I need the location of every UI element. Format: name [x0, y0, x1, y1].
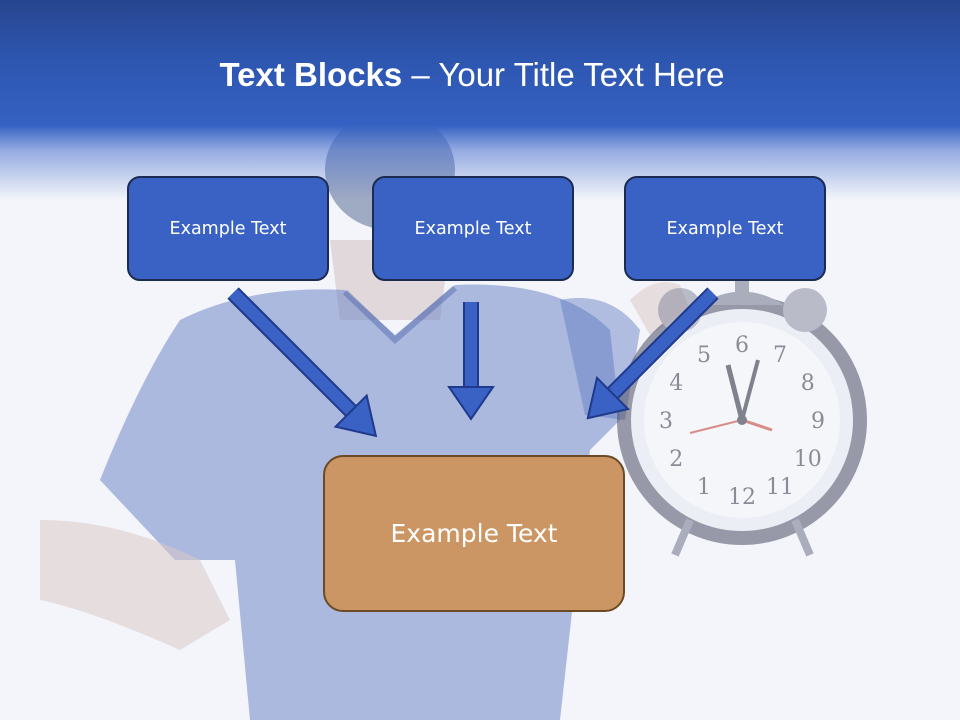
clock-numeral: 2: [669, 447, 683, 472]
title-bold: Text Blocks: [219, 56, 403, 93]
clock-numeral: 6: [735, 333, 749, 358]
clock-numeral: 5: [697, 343, 711, 368]
arrow-center-down: [447, 302, 495, 421]
clock-numeral: 7: [773, 343, 787, 368]
text-block-center[interactable]: Example Text: [372, 176, 574, 281]
target-text-block[interactable]: Example Text: [323, 455, 625, 612]
arrow-left-diagonal: [227, 287, 378, 438]
text-block-left-label: Example Text: [169, 218, 287, 239]
header-band: [0, 0, 960, 200]
clock-numeral: 1: [697, 475, 711, 500]
slide-title: Text Blocks – Your Title Text Here: [0, 54, 944, 96]
target-text-block-label: Example Text: [390, 519, 558, 548]
clock-numeral: 12: [728, 485, 756, 510]
text-block-left[interactable]: Example Text: [127, 176, 329, 281]
arrow-right-diagonal: [586, 287, 719, 420]
clock-numeral: 4: [669, 371, 683, 396]
text-block-right-label: Example Text: [666, 218, 784, 239]
clock-numeral: 10: [794, 447, 822, 472]
clock-numeral: 8: [801, 371, 815, 396]
text-block-center-label: Example Text: [414, 218, 532, 239]
clock-numeral: 11: [766, 475, 794, 500]
clock-numeral: 9: [811, 409, 825, 434]
title-rest: – Your Title Text Here: [402, 56, 725, 93]
clock-numeral: 3: [659, 409, 673, 434]
text-block-right[interactable]: Example Text: [624, 176, 826, 281]
